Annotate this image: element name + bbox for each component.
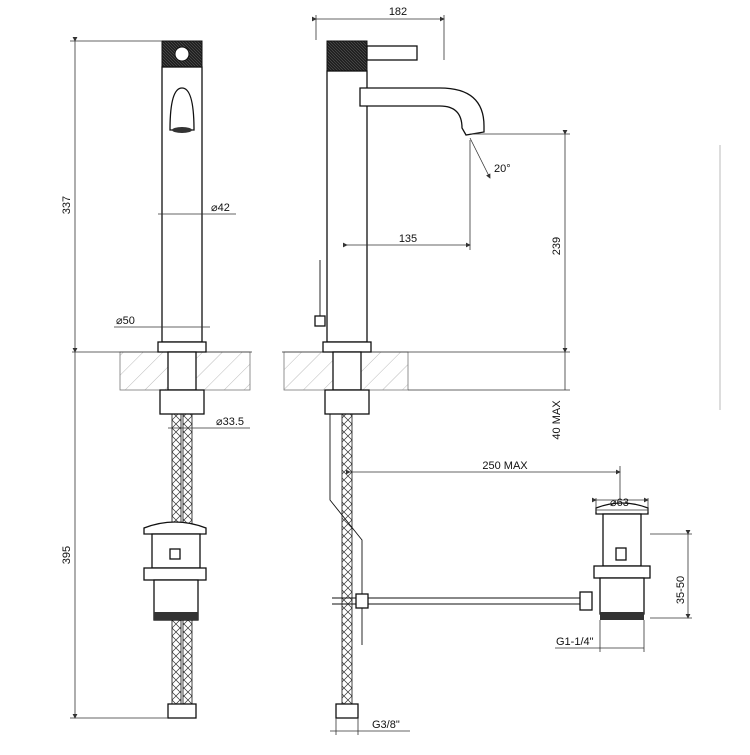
rod-connector <box>579 591 593 611</box>
dim-g1-1-4: G1-1/4" <box>556 636 594 648</box>
aerator-icon <box>172 127 192 133</box>
spout-profile-front <box>169 87 195 131</box>
dim-182: 182 <box>389 6 407 18</box>
dim-337: 337 <box>61 196 73 214</box>
pull-rod-knob <box>314 315 326 327</box>
base-ring-front <box>157 341 207 353</box>
dim-33-5: ⌀33.5 <box>216 416 244 428</box>
side-view: 182 135 20° 239 40 MAX 250 MAX ⌀63 35-50 <box>282 6 692 735</box>
waste-thread-dark-side <box>600 612 644 620</box>
hose-side <box>341 413 353 705</box>
dim-63: ⌀63 <box>610 497 629 509</box>
dim-35-50: 35-50 <box>675 576 687 604</box>
waste-flange-side <box>593 565 651 579</box>
dim-42: ⌀42 <box>211 202 230 214</box>
knurled-handle-side <box>326 40 368 72</box>
front-view: 337 395 ⌀42 ⌀50 ⌀33.5 <box>61 37 252 719</box>
dim-50: ⌀50 <box>116 315 135 327</box>
fixing-nut-side <box>324 389 370 415</box>
waste-flange-front <box>143 567 207 581</box>
waste-slot-icon <box>169 548 181 560</box>
rod-clamp <box>355 593 369 609</box>
waste-thread-dark <box>154 612 198 620</box>
hose-fitting-side <box>335 703 359 719</box>
dim-40-max: 40 MAX <box>551 400 563 440</box>
dim-g3-8: G3/8" <box>372 719 400 731</box>
pull-rod-linkage <box>329 414 363 645</box>
hose-fitting-front <box>167 703 197 719</box>
waste-cap-front <box>143 521 207 535</box>
dim-20-degrees: 20° <box>494 163 511 175</box>
waste-thread-side <box>599 577 645 615</box>
shank-front <box>167 351 197 391</box>
faucet-body-side <box>326 70 368 343</box>
base-ring-side <box>322 341 372 353</box>
waste-cap-side <box>595 502 649 515</box>
spout-side <box>359 87 485 136</box>
handle-screw-icon <box>174 46 190 62</box>
shank-side <box>332 351 362 391</box>
dim-239: 239 <box>551 237 563 255</box>
dim-135: 135 <box>399 233 417 245</box>
lever-handle <box>366 45 418 61</box>
angle-line <box>469 137 491 179</box>
dim-395: 395 <box>61 546 73 564</box>
dim-250-max: 250 MAX <box>482 460 528 472</box>
fixing-nut-front <box>159 389 205 415</box>
waste-slot-side-icon <box>615 547 627 561</box>
